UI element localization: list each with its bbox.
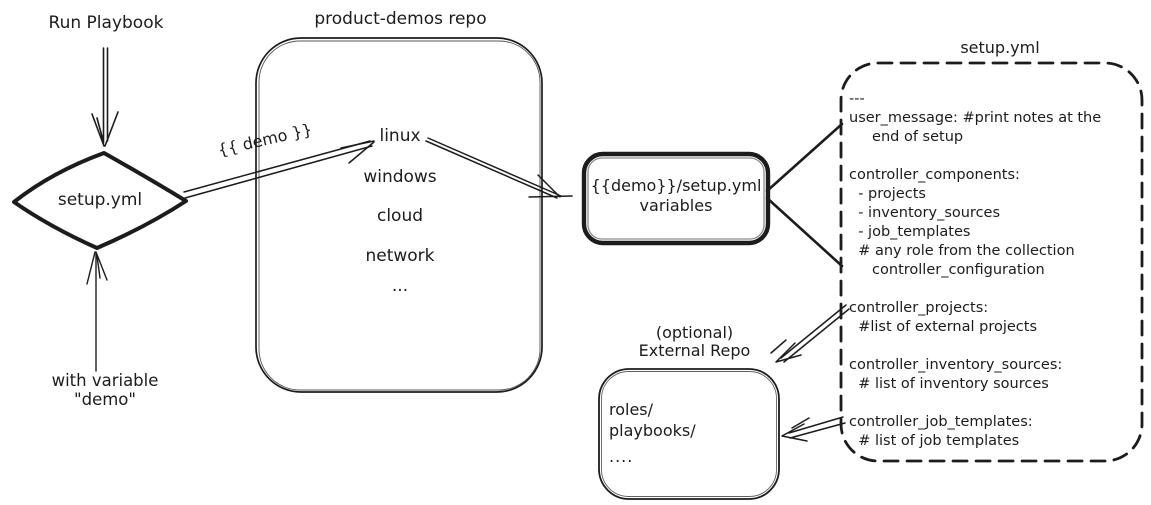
yaml-line: #list of external projects [849,319,1038,335]
with-variable-label-line1: with variable [51,371,159,390]
variables-box-label-line2: variables [639,196,713,215]
yaml-line [849,394,1101,413]
repo-item-network: network [365,246,435,266]
run-playbook-label: Run Playbook [48,13,164,33]
yaml-line: controller_components: [849,167,1020,183]
repo-item-linux: linux [379,126,421,146]
setup-yml-file-title: setup.yml [960,38,1040,57]
yaml-line: controller_job_templates: [849,414,1033,430]
external-repo-box [598,368,780,500]
yaml-line: # list of job templates [849,433,1020,449]
yaml-line: user_message: #print notes at the [849,110,1102,126]
yaml-line: - projects [849,186,926,202]
yaml-line [849,147,1101,166]
yaml-line: --- [849,91,865,107]
repo-item-ellipsis: ... [391,276,409,296]
yaml-line: - job_templates [849,224,971,240]
variables-fanout-lines [765,122,844,268]
projects-to-external-arrow [770,304,850,363]
linux-to-variables-arrow [425,137,573,199]
with-variable-arrow [86,251,108,372]
external-repo-label-line2: External Repo [638,341,751,360]
yaml-line: controller_inventory_sources: [849,357,1063,373]
yaml-line: - inventory_sources [849,205,1001,221]
with-variable-label-line2: "demo" [74,390,136,409]
variables-box-label: {{demo}}/setup.yml variables [584,176,768,216]
setup-yml-file-content: --- user_message: #print notes at the end… [849,90,1101,451]
yaml-line: # list of inventory sources [849,376,1049,392]
product-demos-repo-box [255,37,543,393]
yaml-line [849,280,1101,299]
repo-item-cloud: cloud [376,206,424,226]
product-demos-repo-title: product-demos repo [314,9,487,29]
setup-yml-diamond-label: setup.yml [57,190,143,210]
yaml-line: end of setup [849,129,964,145]
yaml-line: controller_configuration [849,262,1045,278]
external-repo-line: .... [609,447,634,466]
templates-to-external-arrow [781,416,846,442]
variables-box-label-line1: {{demo}}/setup.yml [590,176,762,195]
run-playbook-arrow [91,47,119,147]
setup-yml-diamond [12,151,188,250]
external-repo-line: playbooks/ [609,421,696,440]
yaml-line [849,337,1101,356]
yaml-line: # any role from the collection [849,243,1075,259]
external-repo-content: roles/playbooks/.... [609,399,696,467]
with-variable-label: with variable "demo" [25,371,185,409]
external-repo-line: roles/ [609,400,654,419]
repo-item-windows: windows [363,167,437,187]
yaml-line: controller_projects: [849,300,989,316]
setup-yml-file-box [839,61,1144,463]
external-repo-label-line1: (optional) [655,323,734,342]
external-repo-label: (optional) External Repo [612,324,777,360]
demo-arrow [183,140,375,199]
